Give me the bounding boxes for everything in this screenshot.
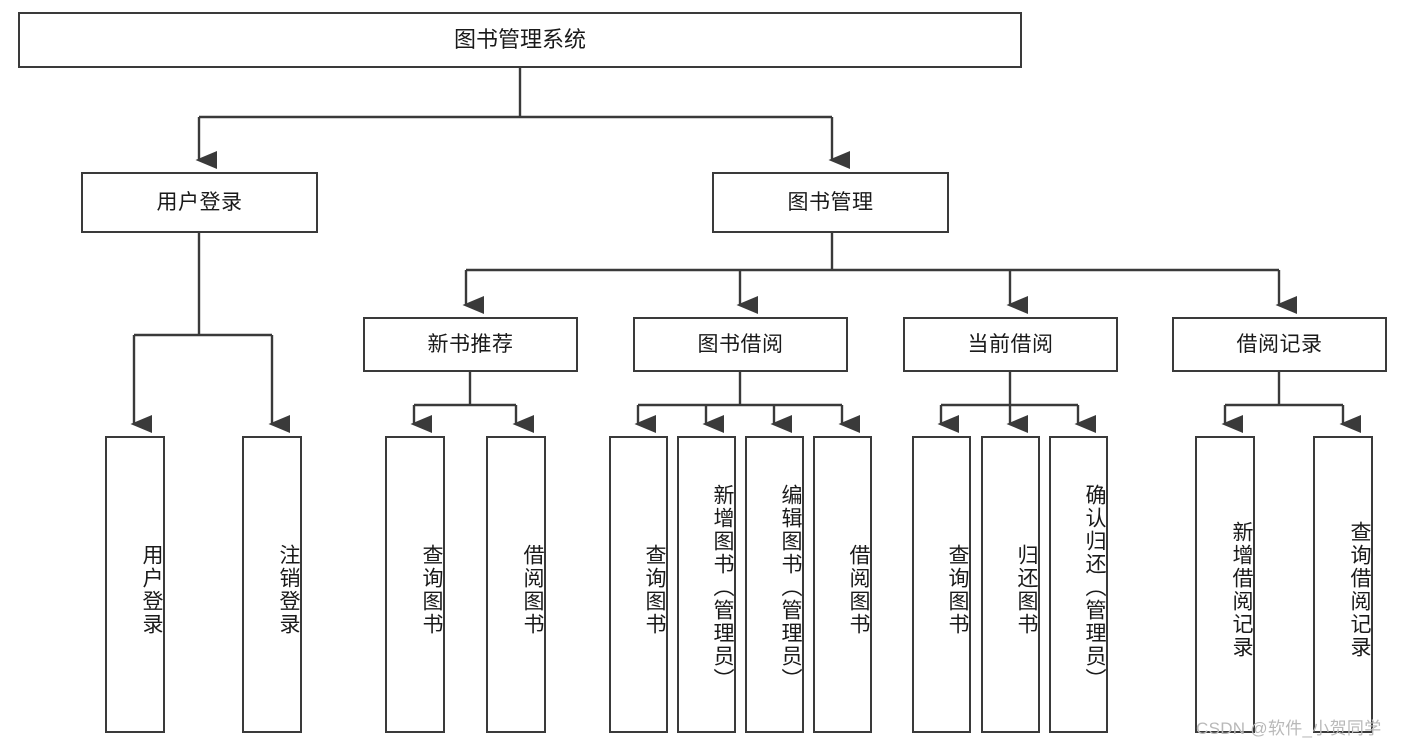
leaf-borrow-book-recommendation[interactable]: 借阅图书 xyxy=(486,436,546,733)
leaf-add-book-admin[interactable]: 新增图书（管理员） xyxy=(677,436,736,733)
leaf-query-book-current[interactable]: 查询图书 xyxy=(912,436,971,733)
leaf-query-book-recommendation[interactable]: 查询图书 xyxy=(385,436,445,733)
leaf-label: 用户登录 xyxy=(140,543,163,636)
leaf-label: 确认归还（管理员） xyxy=(1083,484,1106,691)
leaf-label: 注销登录 xyxy=(277,543,300,636)
node-label: 图书管理 xyxy=(787,190,874,214)
node-borrow-record[interactable]: 借阅记录 xyxy=(1172,317,1387,372)
node-label: 新书推荐 xyxy=(427,332,514,356)
leaf-label: 查询图书 xyxy=(643,543,666,636)
leaf-user-logout[interactable]: 注销登录 xyxy=(242,436,302,733)
leaf-label: 编辑图书（管理员） xyxy=(779,484,802,691)
node-book-management[interactable]: 图书管理 xyxy=(712,172,949,233)
leaf-borrow-book[interactable]: 借阅图书 xyxy=(813,436,872,733)
leaf-query-borrow-record[interactable]: 查询借阅记录 xyxy=(1313,436,1373,733)
node-root-book-management-system[interactable]: 图书管理系统 xyxy=(18,12,1022,68)
leaf-edit-book-admin[interactable]: 编辑图书（管理员） xyxy=(745,436,804,733)
leaf-label: 借阅图书 xyxy=(521,543,544,636)
node-book-borrow[interactable]: 图书借阅 xyxy=(633,317,848,372)
leaf-query-book-borrow[interactable]: 查询图书 xyxy=(609,436,668,733)
leaf-label: 新增借阅记录 xyxy=(1230,520,1253,659)
node-label: 图书借阅 xyxy=(697,332,784,356)
node-label: 借阅记录 xyxy=(1236,332,1323,356)
node-label: 当前借阅 xyxy=(967,332,1054,356)
node-current-borrow[interactable]: 当前借阅 xyxy=(903,317,1118,372)
leaf-label: 借阅图书 xyxy=(847,543,870,636)
leaf-label: 查询图书 xyxy=(420,543,443,636)
leaf-add-borrow-record[interactable]: 新增借阅记录 xyxy=(1195,436,1255,733)
csdn-watermark: CSDN @软件_小贺同学 xyxy=(1196,719,1382,738)
leaf-label: 归还图书 xyxy=(1015,543,1038,636)
leaf-label: 新增图书（管理员） xyxy=(711,484,734,691)
leaf-user-login[interactable]: 用户登录 xyxy=(105,436,165,733)
node-label: 图书管理系统 xyxy=(453,26,586,52)
node-user-login[interactable]: 用户登录 xyxy=(81,172,318,233)
node-new-book-recommendation[interactable]: 新书推荐 xyxy=(363,317,578,372)
leaf-confirm-return-admin[interactable]: 确认归还（管理员） xyxy=(1049,436,1108,733)
leaf-label: 查询借阅记录 xyxy=(1348,520,1371,659)
leaf-return-book[interactable]: 归还图书 xyxy=(981,436,1040,733)
leaf-label: 查询图书 xyxy=(946,543,969,636)
node-label: 用户登录 xyxy=(156,190,243,214)
